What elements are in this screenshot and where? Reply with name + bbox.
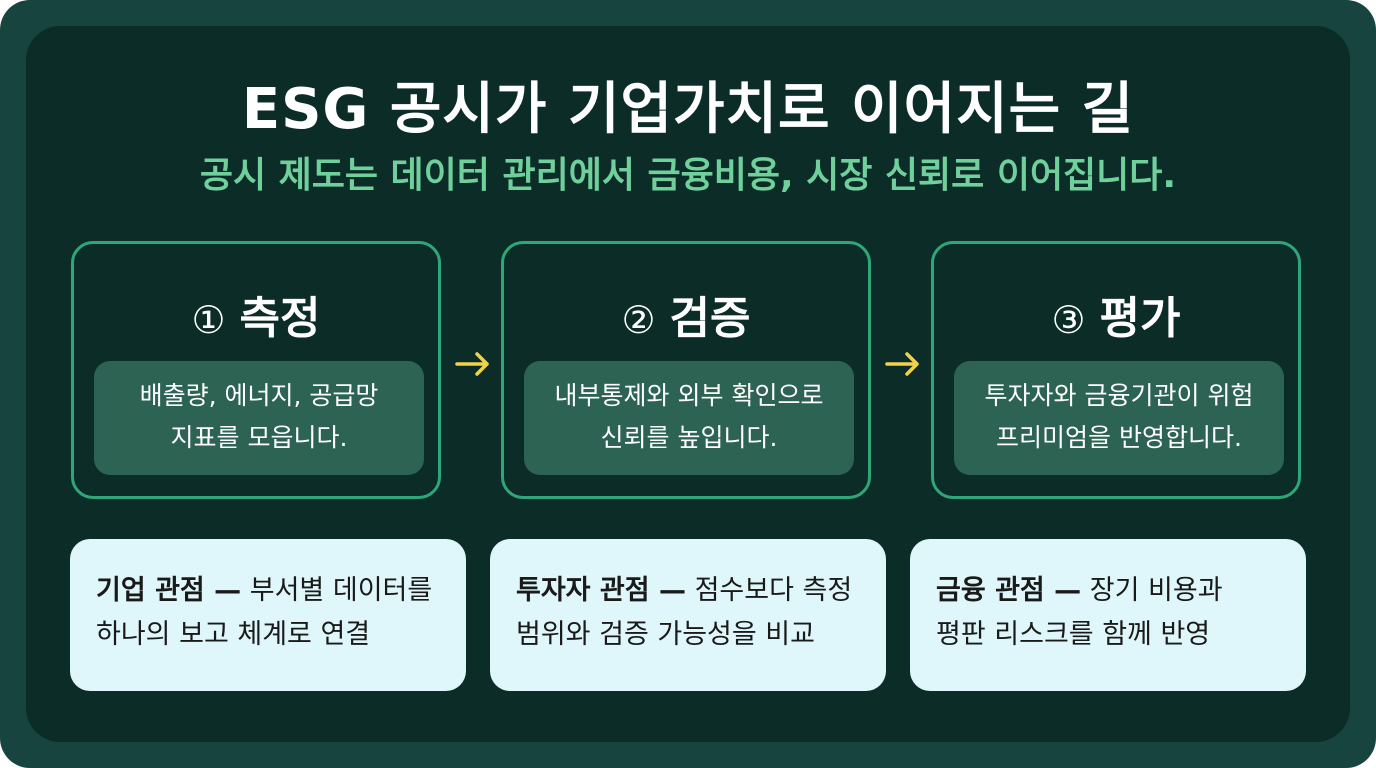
- perspective-text: 장기 비용과: [1081, 575, 1223, 606]
- step-number: ②: [621, 298, 656, 342]
- perspective-line-1: 기업 관점 — 부서별 데이터를: [96, 569, 440, 613]
- arrow-right-icon: [885, 352, 919, 376]
- step-number: ③: [1051, 298, 1086, 342]
- step-card-verify: ② 검증 내부통제와 외부 확인으로 신뢰를 높입니다.: [501, 241, 871, 499]
- step-label: 측정: [239, 293, 321, 344]
- page-title: ESG 공시가 기업가치로 이어지는 길: [241, 77, 1135, 142]
- step-label: 검증: [669, 293, 751, 344]
- perspective-card-investor: 투자자 관점 — 점수보다 측정 범위와 검증 가능성을 비교: [490, 539, 886, 691]
- step-title: ② 검증: [504, 282, 868, 346]
- perspective-line-1: 투자자 관점 — 점수보다 측정: [516, 569, 860, 613]
- perspective-line-2: 범위와 검증 가능성을 비교: [516, 619, 815, 650]
- perspective-line-1: 금융 관점 — 장기 비용과: [936, 569, 1280, 613]
- page-subtitle: 공시 제도는 데이터 관리에서 금융비용, 시장 신뢰로 이어집니다.: [199, 155, 1177, 196]
- step-card-measure: ① 측정 배출량, 에너지, 공급망 지표를 모읍니다.: [71, 241, 441, 499]
- perspective-line-2: 하나의 보고 체계로 연결: [96, 619, 371, 650]
- step-description: 배출량, 에너지, 공급망 지표를 모읍니다.: [94, 361, 424, 475]
- perspective-lead: 투자자 관점 —: [516, 575, 686, 606]
- step-card-evaluate: ③ 평가 투자자와 금융기관이 위험 프리미엄을 반영합니다.: [931, 241, 1301, 499]
- step-description: 내부통제와 외부 확인으로 신뢰를 높입니다.: [524, 361, 854, 475]
- step-description: 투자자와 금융기관이 위험 프리미엄을 반영합니다.: [954, 361, 1284, 475]
- perspective-text: 부서별 데이터를: [241, 575, 433, 606]
- step-title: ③ 평가: [934, 282, 1298, 346]
- arrow-right-icon: [455, 352, 489, 376]
- step-title: ① 측정: [74, 282, 438, 346]
- step-number: ①: [191, 298, 226, 342]
- perspective-card-company: 기업 관점 — 부서별 데이터를 하나의 보고 체계로 연결: [70, 539, 466, 691]
- perspective-line-2: 평판 리스크를 함께 반영: [936, 619, 1211, 650]
- step-label: 평가: [1099, 293, 1181, 344]
- perspective-lead: 금융 관점 —: [936, 575, 1082, 606]
- perspective-lead: 기업 관점 —: [96, 575, 242, 606]
- perspective-card-finance: 금융 관점 — 장기 비용과 평판 리스크를 함께 반영: [910, 539, 1306, 691]
- perspective-text: 점수보다 측정: [686, 575, 853, 606]
